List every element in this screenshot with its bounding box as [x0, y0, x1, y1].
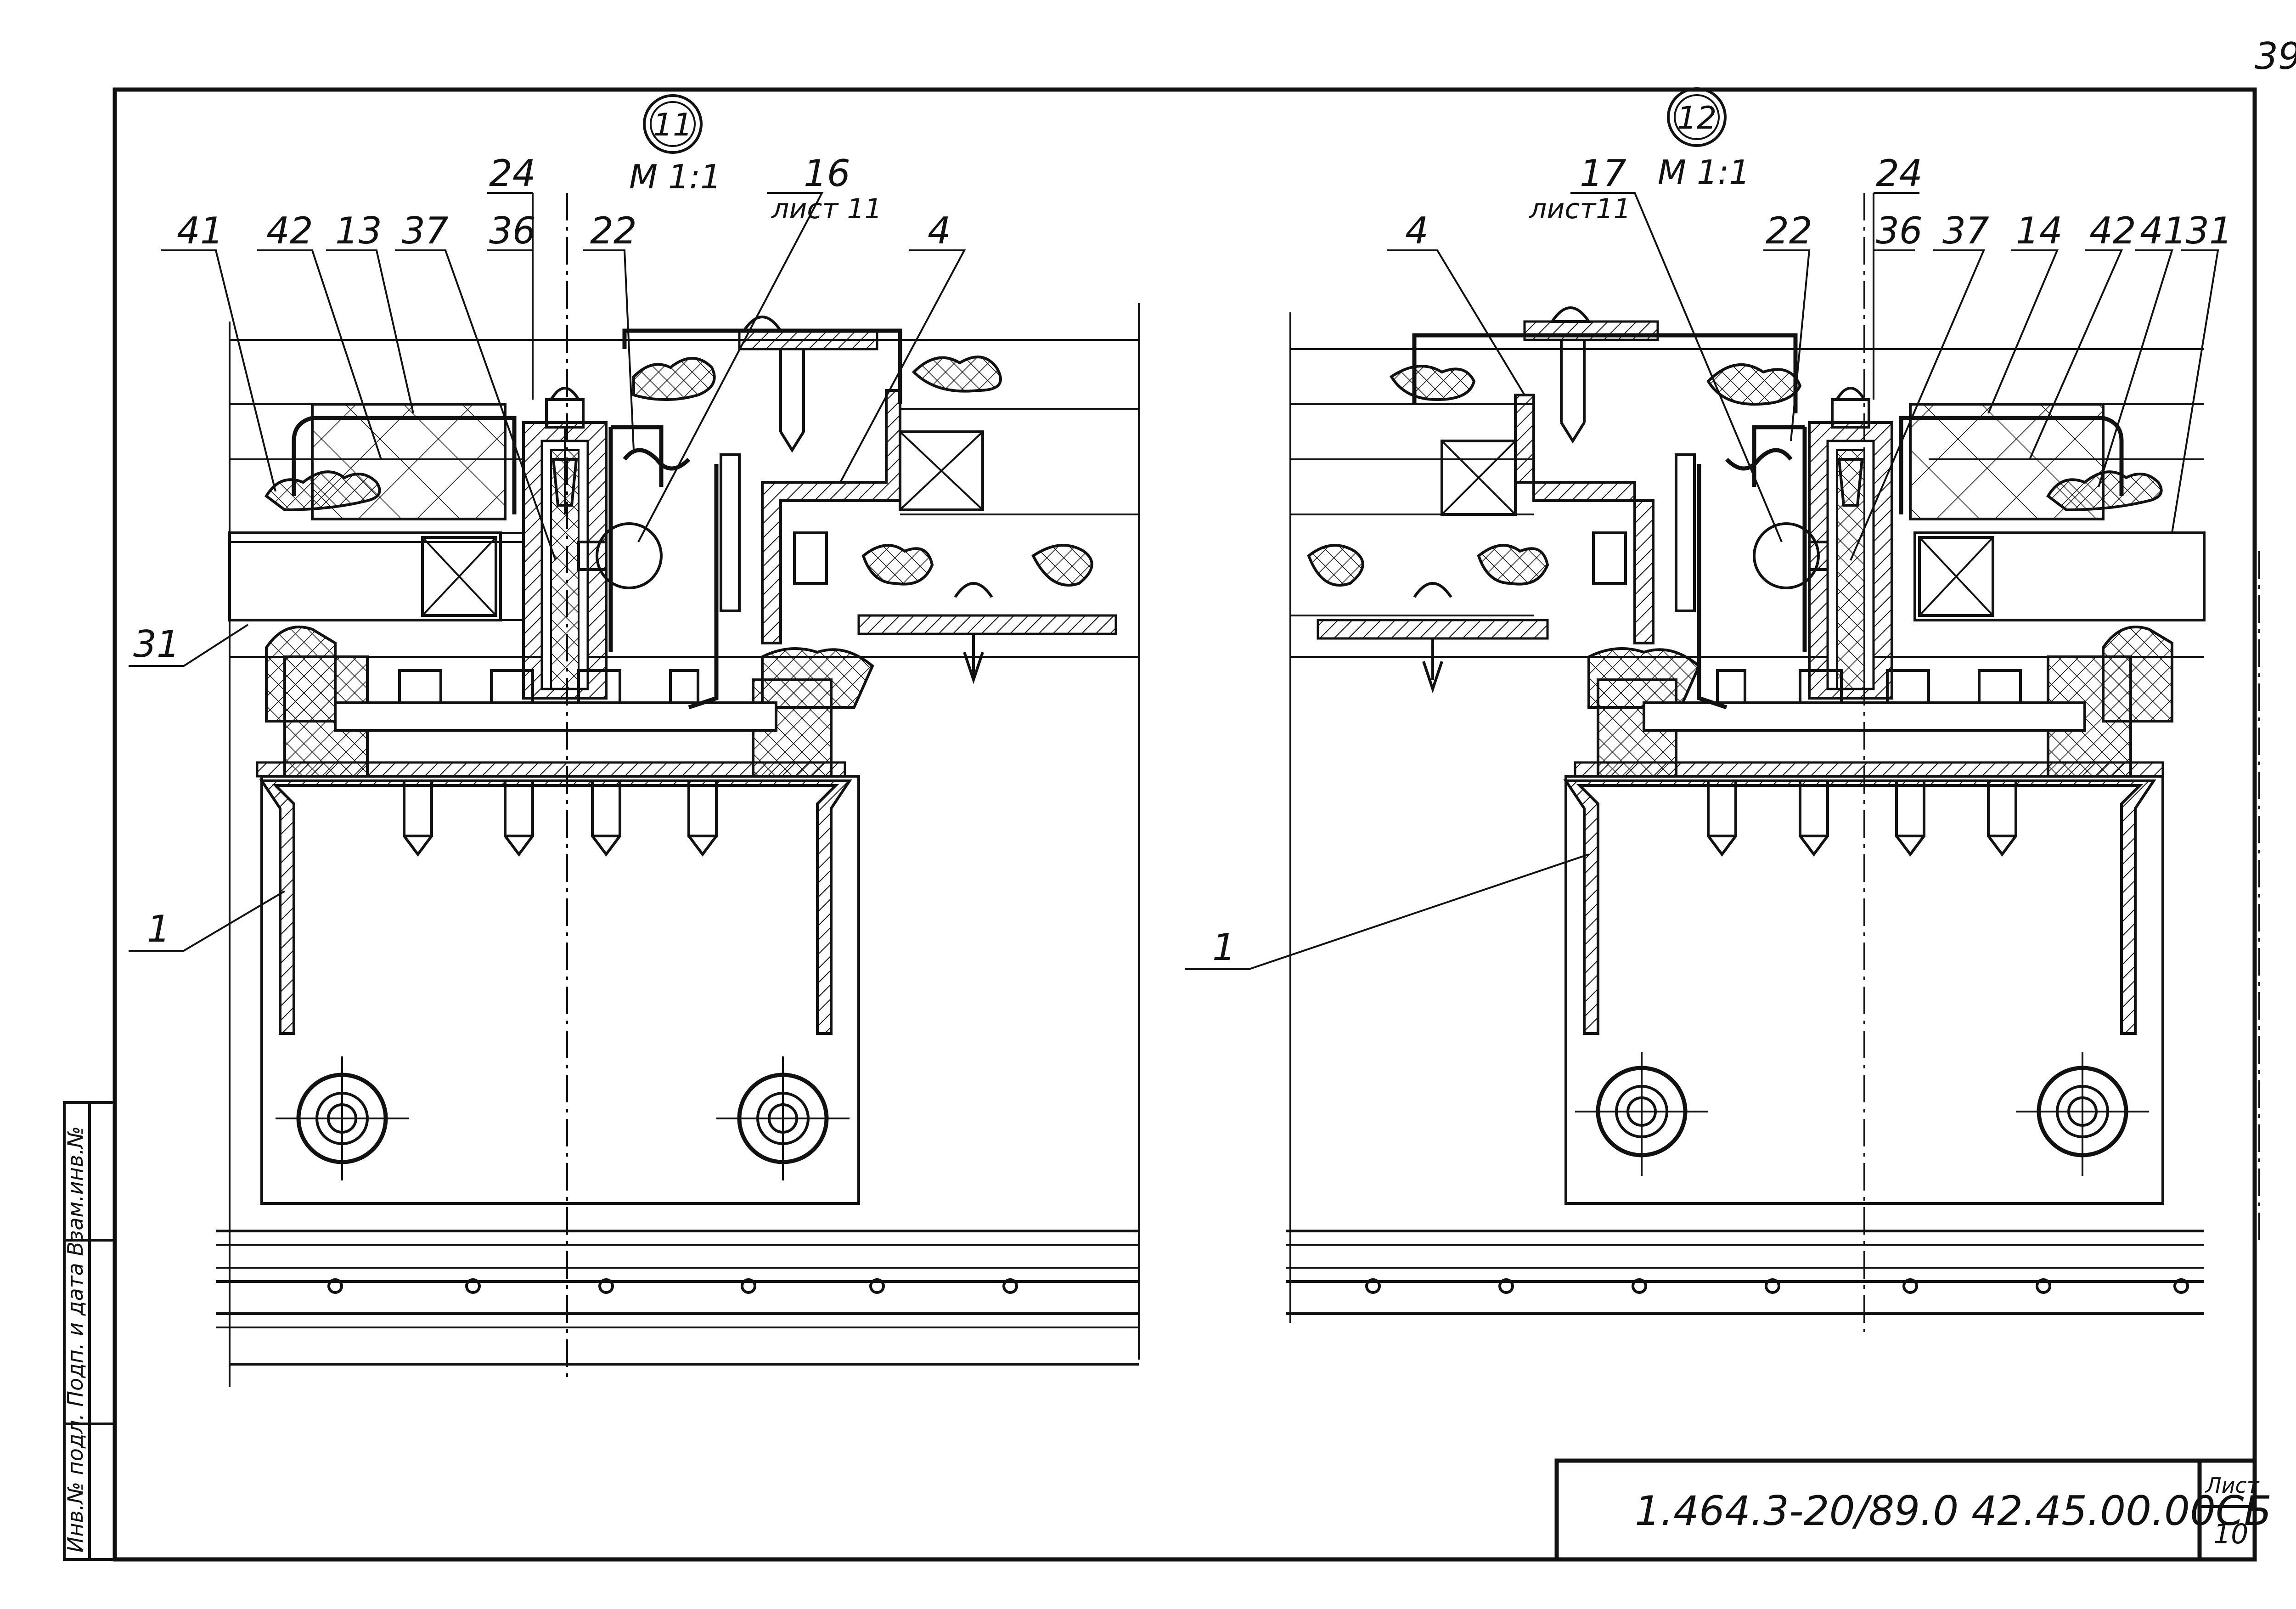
- hex-nut: [1575, 1052, 1708, 1176]
- callout-24-right: 24: [1876, 152, 1923, 195]
- callout-17-ref: лист11: [1529, 193, 1631, 225]
- anchor-studs: [1707, 779, 2017, 857]
- detail-11: 11 М 1:1: [129, 94, 1140, 1387]
- callout-37-right: 37: [1942, 209, 1989, 252]
- callouts-11: 41 42 13 37 24 36 22 16 лист 11 4 31 1: [129, 152, 966, 952]
- page-number: 39: [2255, 35, 2296, 78]
- callout-22-right: 22: [1766, 209, 1812, 252]
- callout-31-right: 31: [2186, 209, 2233, 252]
- sheet-label: Лист: [2205, 1473, 2260, 1498]
- designation-text: 1.464.3-20/89.0 42.45.00.00СБ: [1635, 1487, 2272, 1535]
- callouts-12: 4 17 лист11 22 24 36 37 14 42 41 31 1: [1185, 152, 2233, 970]
- detail-12-scale: М 1:1: [1658, 153, 1750, 192]
- hex-nut: [276, 1056, 409, 1180]
- side-stamp: Инв.№ подл. Подп. и дата Взам.инв.№: [63, 1101, 116, 1561]
- detail-12: 12 М 1:1: [1185, 87, 2260, 1332]
- hex-nut: [716, 1056, 850, 1180]
- detail-11-scale: М 1:1: [629, 158, 721, 196]
- callout-1-right: 1: [1212, 926, 1236, 969]
- callout-37: 37: [402, 209, 449, 252]
- callout-4-right: 4: [1405, 209, 1429, 252]
- sheet-frame: [113, 87, 2257, 1562]
- side-stamp-text: Инв.№ подл. Подп. и дата Взам.инв.№: [63, 1126, 88, 1553]
- callout-36: 36: [489, 209, 536, 252]
- callout-22: 22: [590, 209, 637, 252]
- callout-1: 1: [147, 908, 170, 950]
- callout-4: 4: [928, 209, 951, 252]
- callout-13: 13: [335, 209, 382, 252]
- hex-nut: [2016, 1052, 2149, 1176]
- rail-rivets: [327, 1278, 1018, 1294]
- callout-36-right: 36: [1876, 209, 1923, 252]
- callout-41: 41: [177, 209, 224, 252]
- callout-17: 17: [1580, 152, 1626, 195]
- sheet-number: 10: [2213, 1518, 2248, 1550]
- callout-24: 24: [489, 152, 536, 195]
- callout-41-right: 41: [2140, 209, 2187, 252]
- rail-rivets: [1365, 1278, 2189, 1294]
- callout-42-right: 42: [2089, 209, 2136, 252]
- callout-16: 16: [804, 152, 850, 195]
- anchor-studs: [403, 779, 718, 857]
- title-block: 1.464.3-20/89.0 42.45.00.00СБ Лист 10: [1554, 1458, 2272, 1562]
- detail-11-marker: 11: [653, 107, 693, 143]
- callout-31: 31: [133, 623, 180, 666]
- detail-12-marker: 12: [1677, 100, 1717, 136]
- callout-14: 14: [2016, 209, 2063, 252]
- callout-42: 42: [266, 209, 313, 252]
- callout-16-ref: лист 11: [771, 193, 882, 225]
